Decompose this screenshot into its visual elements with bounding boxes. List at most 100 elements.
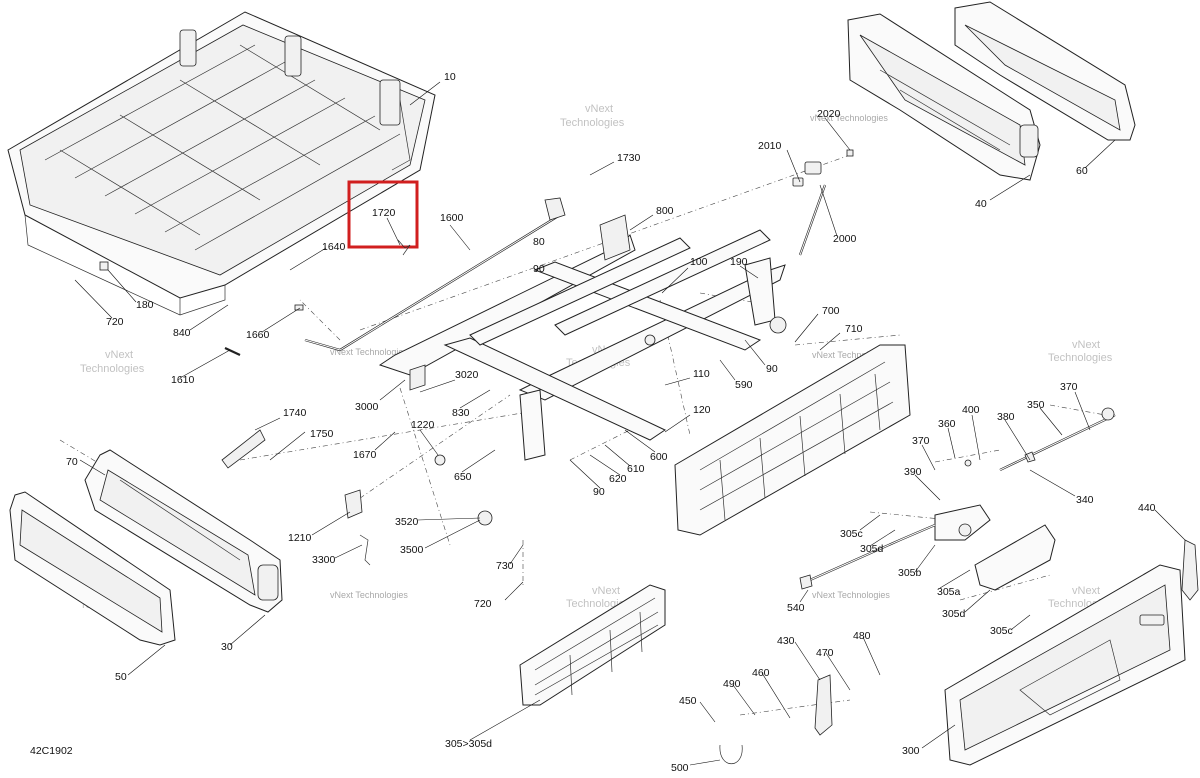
watermark-text: Technologies (80, 363, 145, 375)
watermark-text: vNext (585, 103, 613, 115)
callout-1720: 1720 (372, 207, 396, 219)
callout-430: 430 (777, 635, 795, 647)
callout-1640: 1640 (322, 241, 346, 253)
callout-720: 720 (106, 316, 124, 328)
tailgate-outer-300 (944, 564, 1186, 766)
watermark-text: Technologies (1048, 352, 1113, 364)
callout-1740: 1740 (283, 407, 307, 419)
watermark-text: vNext (1072, 339, 1100, 351)
callout-380: 380 (997, 411, 1015, 423)
watermark-text: Technologies (560, 117, 625, 129)
leader-lines (74, 81, 1186, 766)
callout-90: 90 (593, 486, 605, 498)
callout-590: 590 (735, 379, 753, 391)
callout-650: 650 (454, 471, 472, 483)
callout-610: 610 (627, 463, 645, 475)
callout-3520: 3520 (395, 516, 419, 528)
callout-390: 390 (904, 466, 922, 478)
callout-305d-2: 305d (942, 608, 966, 620)
callout-300: 300 (902, 745, 920, 757)
side-panel-30 (84, 449, 283, 613)
callout-1210: 1210 (288, 532, 312, 544)
callout-3500: 3500 (400, 544, 424, 556)
callout-305a: 305a (937, 586, 961, 598)
callout-2000: 2000 (833, 233, 857, 245)
callout-50: 50 (115, 671, 127, 683)
watermark-text: vNext Technologies (330, 347, 408, 357)
watermarks: vNext Technologies vNext Technologies vN… (80, 103, 1113, 611)
rod-1600 (304, 197, 566, 352)
callout-620: 620 (609, 473, 627, 485)
callout-3020: 3020 (455, 369, 479, 381)
callout-470: 470 (816, 647, 834, 659)
callout-70: 70 (66, 456, 78, 468)
small-parts (99, 261, 1115, 590)
seat-panel-40 (847, 13, 1041, 181)
callout-180: 180 (136, 299, 154, 311)
callout-120: 120 (693, 404, 711, 416)
callout-460: 460 (752, 667, 770, 679)
callout-1750: 1750 (310, 428, 334, 440)
callout-1660: 1660 (246, 329, 270, 341)
callout-labels: 10 1720 1600 1730 800 80 90 1640 180 720… (66, 71, 1156, 774)
clip-1720 (397, 239, 411, 256)
watermark-text: vNext (592, 585, 620, 597)
callout-720: 720 (474, 598, 492, 610)
seat-panel-60 (954, 1, 1136, 141)
watermark-text: vNext (1072, 585, 1100, 597)
callout-10: 10 (444, 71, 456, 83)
callout-400: 400 (962, 404, 980, 416)
callout-90: 90 (533, 263, 545, 275)
callout-480: 480 (853, 630, 871, 642)
callout-350: 350 (1027, 399, 1045, 411)
callout-370: 370 (912, 435, 930, 447)
diagram-code: 42C1902 (30, 745, 73, 757)
callout-540: 540 (787, 602, 805, 614)
callout-305c-2: 305c (990, 625, 1013, 637)
watermark-text: vNext Technologies (812, 350, 890, 360)
callout-450: 450 (679, 695, 697, 707)
callout-1670: 1670 (353, 449, 377, 461)
callout-800: 800 (656, 205, 674, 217)
callout-500: 500 (671, 762, 689, 774)
callout-710: 710 (845, 323, 863, 335)
callout-305b: 305b (898, 567, 922, 579)
watermark-text: vNext (105, 349, 133, 361)
highlight-box-1720 (347, 180, 419, 249)
callout-370: 370 (1060, 381, 1078, 393)
side-panel-50 (9, 491, 176, 646)
callout-1600: 1600 (440, 212, 464, 224)
watermark-text: vNext Technologies (810, 113, 888, 123)
callout-440: 440 (1138, 502, 1156, 514)
callout-30: 30 (221, 641, 233, 653)
callout-2010: 2010 (758, 140, 782, 152)
callout-305-305d: 305>305d (445, 738, 492, 750)
cargo-box (7, 11, 436, 316)
callout-730: 730 (496, 560, 514, 572)
callout-305d: 305d (860, 543, 884, 555)
callout-1220: 1220 (411, 419, 435, 431)
latch-assembly (719, 414, 1199, 764)
callout-100: 100 (690, 256, 708, 268)
gas-strut-2000 (792, 149, 854, 256)
frame-3000 (378, 214, 787, 461)
callout-190: 190 (730, 256, 748, 268)
tailgate-inner-710 (674, 344, 911, 536)
callout-1610: 1610 (171, 374, 195, 386)
callout-305c: 305c (840, 528, 863, 540)
callout-110: 110 (693, 368, 710, 380)
watermark-text: vNext Technologies (812, 590, 890, 600)
callout-40: 40 (975, 198, 987, 210)
callout-700: 700 (822, 305, 840, 317)
callout-90: 90 (766, 363, 778, 375)
watermark-text: vNext Technologies (330, 590, 408, 600)
callout-830: 830 (452, 407, 470, 419)
callout-360: 360 (938, 418, 956, 430)
callout-600: 600 (650, 451, 668, 463)
grille-305 (519, 584, 666, 706)
callout-60: 60 (1076, 165, 1088, 177)
callout-3300: 3300 (312, 554, 336, 566)
callout-490: 490 (723, 678, 741, 690)
callout-340: 340 (1076, 494, 1094, 506)
